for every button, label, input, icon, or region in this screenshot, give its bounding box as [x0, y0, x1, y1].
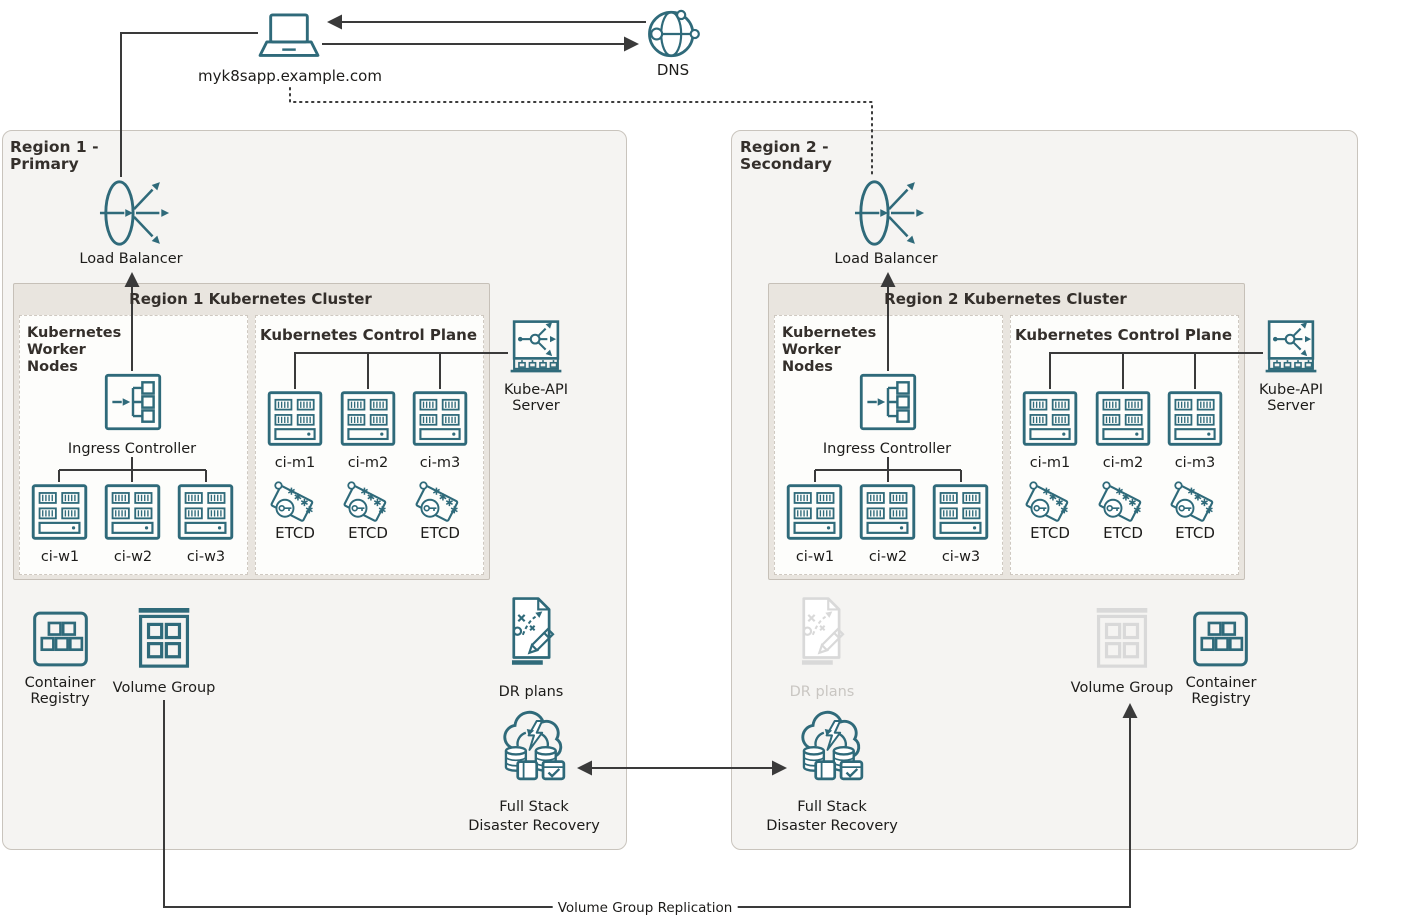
etcd-label: ETCD: [348, 524, 388, 542]
load-balancer-icon: [98, 176, 174, 250]
worker-node-icon: [785, 483, 844, 541]
region-2-title-line2: Secondary: [740, 155, 832, 173]
laptop-icon: [258, 12, 320, 66]
control-node-label: ci-m1: [1029, 455, 1071, 471]
region-2-cluster-title: Region 2 Kubernetes Cluster: [884, 290, 1127, 308]
region-1-title-line2: Primary: [10, 155, 79, 173]
container-registry-label-line2: Registry: [1191, 691, 1251, 707]
etcd-label: ETCD: [275, 524, 315, 542]
control-node-label: ci-m2: [1102, 455, 1144, 471]
etcd-label: ETCD: [420, 524, 460, 542]
etcd-icon: [342, 475, 395, 522]
worker-node-label: ci-w3: [186, 549, 226, 565]
control-plane-title: Kubernetes Control Plane: [1014, 326, 1233, 344]
control-node-label: ci-m2: [347, 455, 389, 471]
dr-plans-icon: [502, 595, 560, 671]
region-2-title-line1: Region 2 -: [740, 138, 829, 156]
worker-node-label: ci-w1: [40, 549, 80, 565]
worker-title-line1: Kubernetes: [27, 325, 122, 341]
control-node-icon: [1165, 390, 1225, 447]
container-registry-label-line1: Container: [24, 675, 96, 691]
control-node-label: ci-m3: [1174, 455, 1216, 471]
volume-group-icon: [134, 606, 194, 670]
volume-group-label: Volume Group: [1070, 680, 1174, 696]
kube-api-server-icon: [508, 318, 564, 376]
control-node-icon: [1093, 390, 1153, 447]
kube-api-label-line2: Server: [512, 398, 560, 414]
worker-node-icon: [858, 483, 917, 541]
ingress-controller-icon: [858, 372, 918, 432]
etcd-label: ETCD: [1103, 524, 1143, 542]
volume-group-label: Volume Group: [112, 680, 216, 696]
worker-title-line3: Nodes: [782, 359, 833, 375]
container-registry-label-line2: Registry: [30, 691, 90, 707]
dr-plans-label: DR plans: [789, 684, 855, 700]
ingress-controller-label: Ingress Controller: [822, 441, 952, 457]
etcd-icon: [414, 475, 467, 522]
worker-title-line3: Nodes: [27, 359, 78, 375]
fsdr-label-line1: Full Stack: [797, 799, 867, 815]
load-balancer-label: Load Balancer: [79, 251, 183, 267]
container-registry-icon: [1192, 610, 1249, 668]
ingress-controller-label: Ingress Controller: [67, 441, 197, 457]
region-1-title-line1: Region 1 -: [10, 138, 99, 156]
container-registry-icon: [32, 610, 89, 668]
volume-group-icon-disabled: [1092, 606, 1152, 670]
control-node-label: ci-m1: [274, 455, 316, 471]
volume-group-replication-label: Volume Group Replication: [552, 900, 738, 916]
client-hostname-label: myk8sapp.example.com: [198, 67, 382, 85]
etcd-icon: [1169, 475, 1222, 522]
worker-node-icon: [30, 483, 89, 541]
worker-title-line2: Worker: [27, 342, 86, 358]
dns-label: DNS: [656, 61, 690, 79]
control-node-icon: [265, 390, 325, 447]
load-balancer-label: Load Balancer: [834, 251, 938, 267]
etcd-label: ETCD: [1175, 524, 1215, 542]
control-node-icon: [338, 390, 398, 447]
dr-plans-label: DR plans: [498, 684, 564, 700]
etcd-icon: [269, 475, 322, 522]
fsdr-label-line1: Full Stack: [499, 799, 569, 815]
etcd-icon: [1097, 475, 1150, 522]
full-stack-dr-icon: [794, 708, 870, 790]
worker-node-label: ci-w2: [868, 549, 908, 565]
fsdr-label-line2: Disaster Recovery: [766, 818, 898, 834]
load-balancer-icon: [853, 176, 929, 250]
etcd-label: ETCD: [1030, 524, 1070, 542]
container-registry-label-line1: Container: [1185, 675, 1257, 691]
control-node-icon: [1020, 390, 1080, 447]
worker-title-line2: Worker: [782, 342, 841, 358]
worker-node-label: ci-w3: [941, 549, 981, 565]
full-stack-dr-icon: [496, 708, 572, 790]
control-plane-title: Kubernetes Control Plane: [259, 326, 478, 344]
dns-icon: [642, 5, 704, 63]
region-1-cluster-title: Region 1 Kubernetes Cluster: [129, 290, 372, 308]
worker-node-icon: [931, 483, 990, 541]
worker-title-line1: Kubernetes: [782, 325, 877, 341]
control-node-label: ci-m3: [419, 455, 461, 471]
kube-api-label-line1: Kube-API: [1259, 382, 1323, 398]
etcd-icon: [1024, 475, 1077, 522]
fsdr-label-line2: Disaster Recovery: [468, 818, 600, 834]
kube-api-server-icon: [1263, 318, 1319, 376]
worker-node-label: ci-w2: [113, 549, 153, 565]
ingress-controller-icon: [103, 372, 163, 432]
worker-node-icon: [176, 483, 235, 541]
kube-api-label-line1: Kube-API: [504, 382, 568, 398]
kube-api-label-line2: Server: [1267, 398, 1315, 414]
worker-node-icon: [103, 483, 162, 541]
dr-plans-icon-disabled: [792, 595, 850, 671]
control-node-icon: [410, 390, 470, 447]
worker-node-label: ci-w1: [795, 549, 835, 565]
